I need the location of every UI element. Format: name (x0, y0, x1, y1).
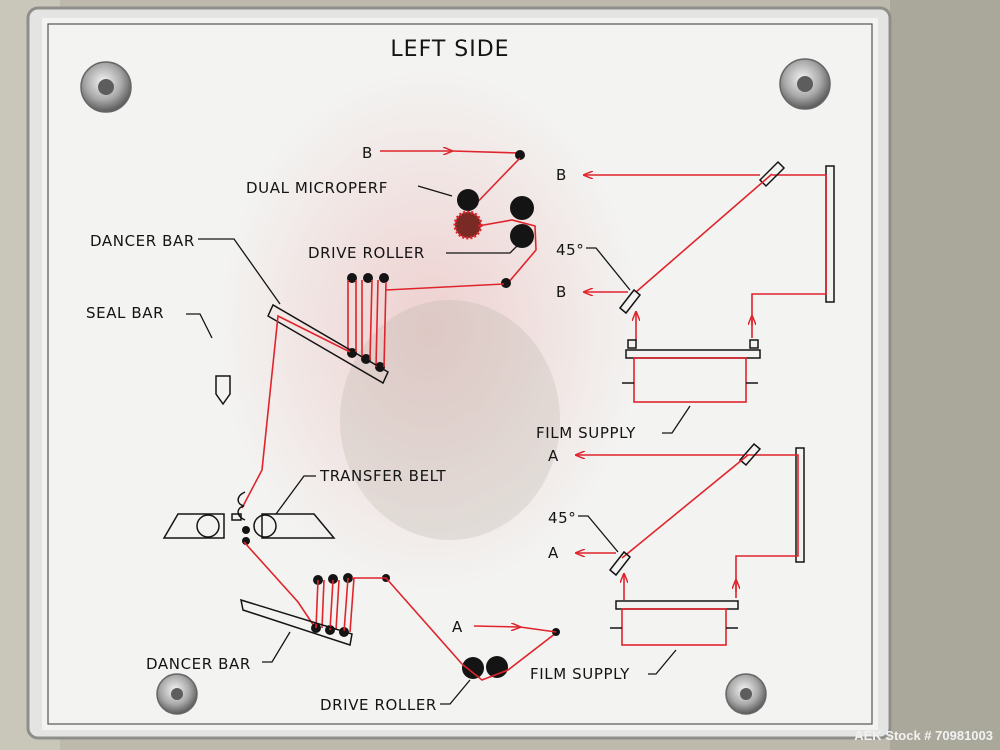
leader-seal-bar (186, 313, 213, 339)
film-roll-bottom (621, 608, 727, 646)
leader-45-top (586, 247, 631, 291)
roll-guide-bottom (795, 447, 805, 563)
transfer-knife (231, 513, 242, 521)
label-45-top: 45° (556, 241, 584, 259)
web-festoon-bottom (315, 577, 355, 633)
bracket-transfer (237, 491, 246, 521)
transfer-belt-right-roller (253, 514, 277, 538)
label-b-lower-right: B (556, 283, 567, 301)
web-a-arrow-bottom (473, 626, 520, 627)
idler-b-top (515, 150, 525, 160)
drive-roller-bottom-left (462, 657, 484, 679)
leader-dancer-bar-bottom (262, 631, 291, 663)
corner-bolt-bottom-right (725, 673, 767, 715)
label-a-upper-right: A (548, 447, 559, 465)
drive-roller-top-upper (510, 196, 534, 220)
label-45-bottom: 45° (548, 509, 576, 527)
film-supply-top: B B 45° FILM SUPPLY (536, 160, 835, 442)
label-a-bottom: A (452, 618, 463, 636)
panel-border (47, 23, 873, 725)
web-diagonal-bottom (621, 454, 749, 559)
label-drive-roller-bottom: DRIVE ROLLER (320, 696, 437, 714)
microperf-roller-upper (457, 189, 479, 211)
transfer-belt-left-roller (196, 514, 220, 538)
reflection-glare (220, 70, 640, 590)
leader-drive-roller-bottom (440, 679, 471, 705)
label-dual-microperf: DUAL MICROPERF (246, 179, 388, 197)
transfer-nip-upper (242, 526, 250, 534)
idler-after-drive-top (501, 278, 511, 288)
label-seal-bar: SEAL BAR (86, 304, 164, 322)
microperf-roller-lower (453, 210, 483, 240)
label-b-upper-right: B (556, 166, 567, 184)
corner-bolt-bottom-left (156, 673, 198, 715)
web-diagonal-top (635, 173, 773, 293)
leader-drive-roller-top (446, 242, 521, 254)
dancer-bar-bottom (240, 598, 353, 646)
leader-transfer-belt (275, 475, 316, 515)
festoon-rollers-top (347, 273, 389, 372)
turn-bar-upper-bottom (738, 442, 762, 467)
corner-bolt-top-left (80, 61, 132, 113)
web-return-bottom (735, 454, 799, 598)
web-to-drive-bottom (352, 577, 463, 665)
label-drive-roller-top: DRIVE ROLLER (308, 244, 425, 262)
corner-bolt-top-right (779, 58, 831, 110)
web-return-top (751, 174, 827, 338)
dancer-bar-top (267, 303, 389, 385)
drive-roller-top-lower (510, 224, 534, 248)
web-a-bottom (519, 626, 557, 633)
transfer-belt-right (261, 513, 336, 539)
label-transfer-belt: TRANSFER BELT (319, 467, 447, 485)
film-supply-bottom: A A 45° FILM SUPPLY (530, 442, 805, 683)
transfer-belt-left (162, 513, 225, 539)
label-film-supply-top: FILM SUPPLY (536, 424, 636, 442)
label-dancer-bar-top: DANCER BAR (90, 232, 195, 250)
leader-45-bottom (578, 515, 619, 553)
film-roll-tab-left-top (627, 339, 637, 349)
leader-dual-microperf (417, 185, 453, 197)
web-festoon-top (347, 279, 387, 368)
web-through-drive-top (477, 219, 537, 284)
label-a-lower-right: A (548, 544, 559, 562)
reflection-logo (340, 300, 560, 540)
leader-film-supply-top (662, 405, 691, 434)
web-b-top (451, 150, 521, 154)
label-film-supply-bottom: FILM SUPPLY (530, 665, 630, 683)
web-down-to-transfer (241, 314, 351, 509)
wall-right-shade (890, 0, 1000, 750)
leader-dancer-bar-top (198, 238, 281, 305)
leader-film-supply-bottom (648, 649, 677, 675)
label-b-top: B (362, 144, 373, 162)
seal-bar-shape (215, 375, 231, 406)
web-up-from-dancer-bottom (243, 541, 315, 627)
diagram-title: LEFT SIDE (390, 37, 509, 62)
web-to-festoon-top (385, 283, 505, 291)
stock-watermark: AEK Stock # 70981003 (854, 728, 993, 743)
film-roll-top (633, 357, 747, 403)
turn-bar-45-bottom (608, 550, 632, 577)
web-through-drive-bottom (461, 632, 557, 681)
turn-bar-45-top (618, 288, 642, 315)
film-roll-tab-right-top (749, 339, 759, 349)
turn-bar-upper-top (758, 160, 786, 188)
label-dancer-bar-bottom: DANCER BAR (146, 655, 251, 673)
